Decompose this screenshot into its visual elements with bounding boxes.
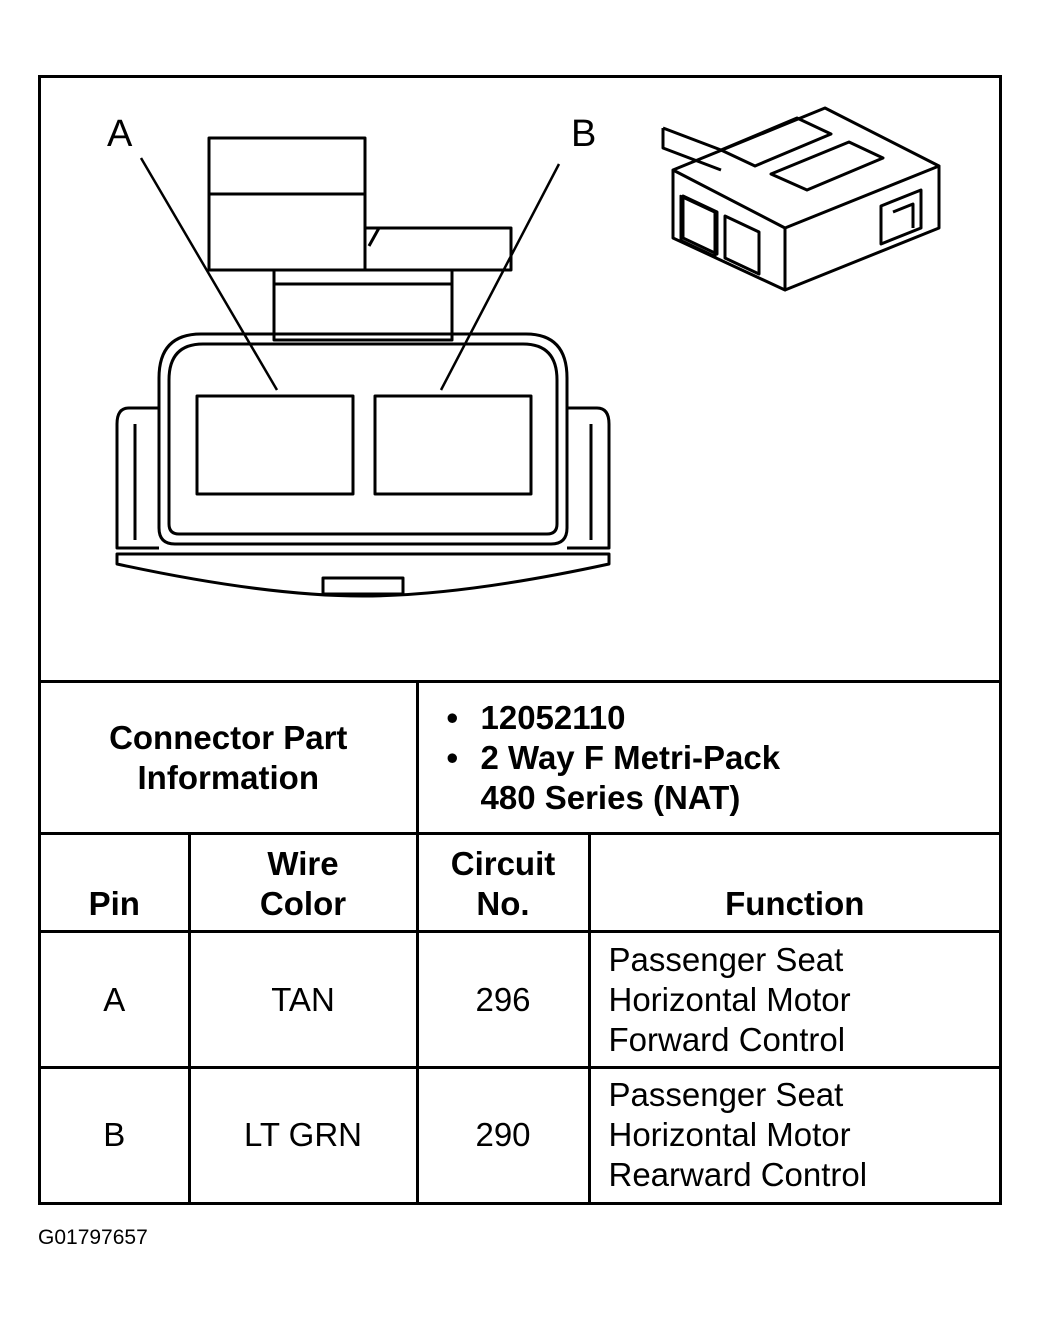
cell-function: Passenger Seat Horizontal Motor Forward … [587,930,1000,1069]
connector-info-values: 12052110 2 Way F Metri-Pack 480 Series (… [415,680,1000,835]
cell-circuit: 296 [415,930,591,1069]
latch-lower [207,192,367,272]
table-row: A TAN 296 Passenger Seat Horizontal Moto… [41,930,1000,1069]
header-circuit-no: Circuit No. [415,832,591,933]
connector-neck-top [272,268,454,286]
leader-line-a [139,157,279,391]
latch-tab [365,226,513,272]
housing-outer [157,332,569,546]
connector-front-view: A B [107,106,941,598]
cell-pin: A [41,930,191,1069]
diagram-frame: A B [38,75,1002,1205]
connector-info-label-line2: Information [137,758,319,796]
pin-label-b: B [571,113,596,155]
connector-neck [272,282,454,342]
cavity-b [373,394,533,496]
header-pin: Pin [41,832,191,933]
cell-pin: B [41,1066,191,1202]
connector-isometric-view [661,106,941,292]
connector-info-label-line1: Connector Part [109,718,348,756]
header-wire-color: Wire Color [187,832,419,933]
cell-function: Passenger Seat Horizontal Motor Rearward… [587,1066,1000,1202]
connector-table: Connector Part Information 12052110 2 Wa… [41,680,1000,1202]
housing-skirt [115,552,611,598]
header-row: Pin Wire Color Circuit No. Function [41,832,1000,933]
pin-label-a: A [107,113,133,155]
side-clip-left [115,406,159,550]
cell-wire-color: LT GRN [187,1066,419,1202]
table-row: B LT GRN 290 Passenger Seat Horizontal M… [41,1066,1000,1202]
part-number: 12052110 [447,698,1000,738]
connector-info-row: Connector Part Information 12052110 2 Wa… [41,680,1000,835]
latch-upper [207,136,367,196]
cell-circuit: 290 [415,1066,591,1202]
figure-code: G01797657 [38,1226,148,1249]
connector-info-label: Connector Part Information [41,680,419,835]
side-clip-right [567,406,611,550]
connector-type: 2 Way F Metri-Pack 480 Series (NAT) [447,738,1000,818]
connector-illustration: A B [41,78,999,678]
cavity-a [195,394,355,496]
cell-wire-color: TAN [187,930,419,1069]
leader-line-b [439,163,561,391]
header-function: Function [587,832,1000,933]
